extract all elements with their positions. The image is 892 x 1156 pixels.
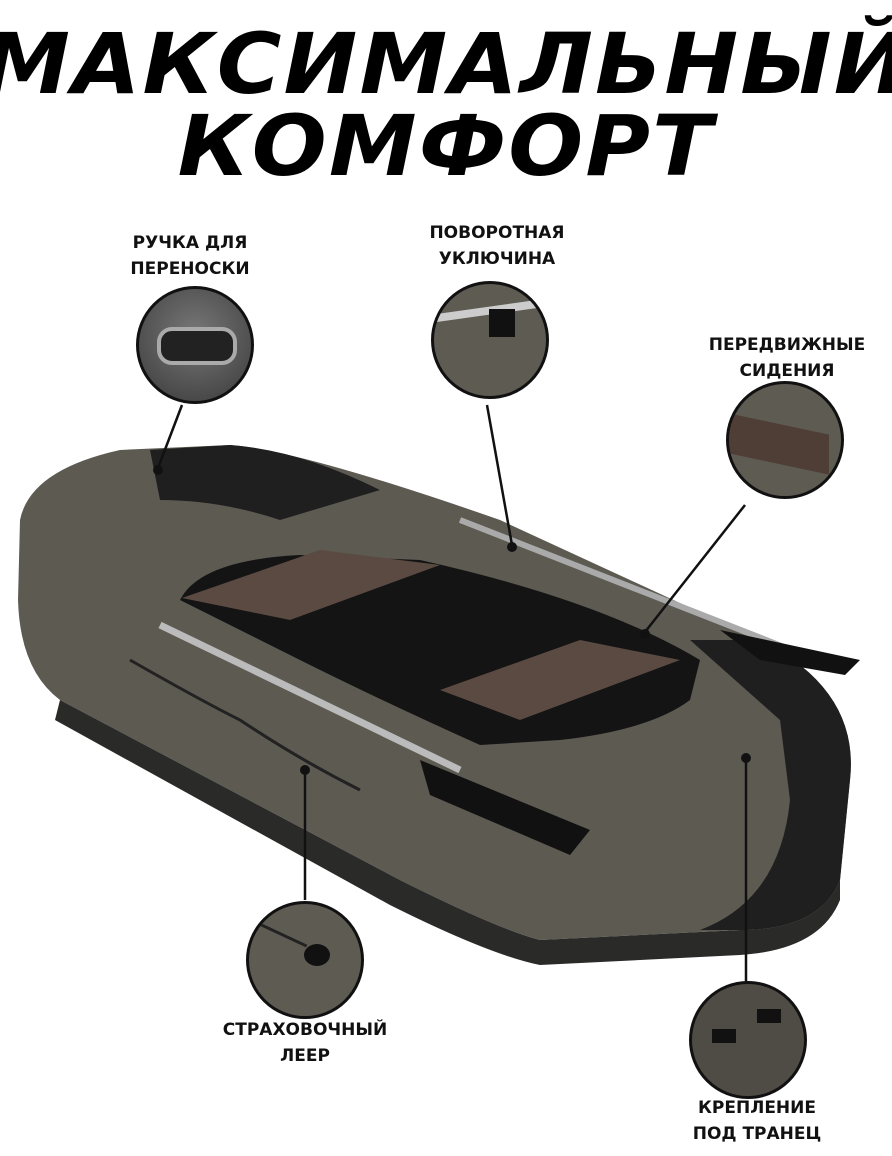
boat-stern-black [690, 640, 851, 930]
callout-transom-mount: КРЕПЛЕНИЕ ПОД ТРАНЕЦ [637, 1095, 877, 1147]
callout-label-line: СТРАХОВОЧНЫЙ [222, 1020, 388, 1040]
callout-label-line: ПОВОРОТНАЯ [429, 223, 565, 243]
transom-mount-detail-photo [689, 981, 807, 1099]
handle-detail-photo [136, 286, 254, 404]
boat-bow-black [150, 445, 380, 520]
lifeline-rope [129, 658, 361, 792]
callout-label-line: РУЧКА ДЛЯ [132, 233, 248, 253]
headline-line2: КОМФОРТ [177, 97, 715, 195]
callout-seats: ПЕРЕДВИЖНЫЕ СИДЕНИЯ [667, 332, 892, 384]
oarlock-detail-photo [431, 281, 549, 399]
oar-near-blade [420, 760, 590, 855]
callout-label-line: ПОД ТРАНЕЦ [692, 1124, 822, 1144]
callout-label-line: СИДЕНИЯ [739, 361, 835, 381]
callout-oarlock: ПОВОРОТНАЯ УКЛЮЧИНА [377, 220, 617, 272]
callout-lifeline: СТРАХОВОЧНЫЙ ЛЕЕР [185, 1017, 425, 1069]
connector-seats [644, 504, 746, 633]
headline-line1: МАКСИМАЛЬНЫЙ [0, 15, 892, 113]
callout-carry-handle: РУЧКА ДЛЯ ПЕРЕНОСКИ [70, 230, 310, 282]
boat-seat-front [182, 550, 440, 620]
connector-handle [156, 404, 184, 469]
callout-label-line: ПЕРЕДВИЖНЫЕ [708, 335, 866, 355]
callout-label-line: УКЛЮЧИНА [438, 249, 556, 269]
connector-oarlock [485, 404, 514, 546]
callout-label-line: ПЕРЕНОСКИ [130, 259, 250, 279]
oar-far-blade [720, 630, 860, 675]
seat-detail-photo [726, 381, 844, 499]
boat-bottom-rim [55, 700, 840, 965]
callout-label-line: КРЕПЛЕНИЕ [698, 1098, 816, 1118]
oar-near [158, 621, 462, 774]
boat-seat-rear [440, 640, 680, 720]
callout-label-line: ЛЕЕР [280, 1046, 330, 1066]
lifeline-detail-photo [246, 901, 364, 1019]
